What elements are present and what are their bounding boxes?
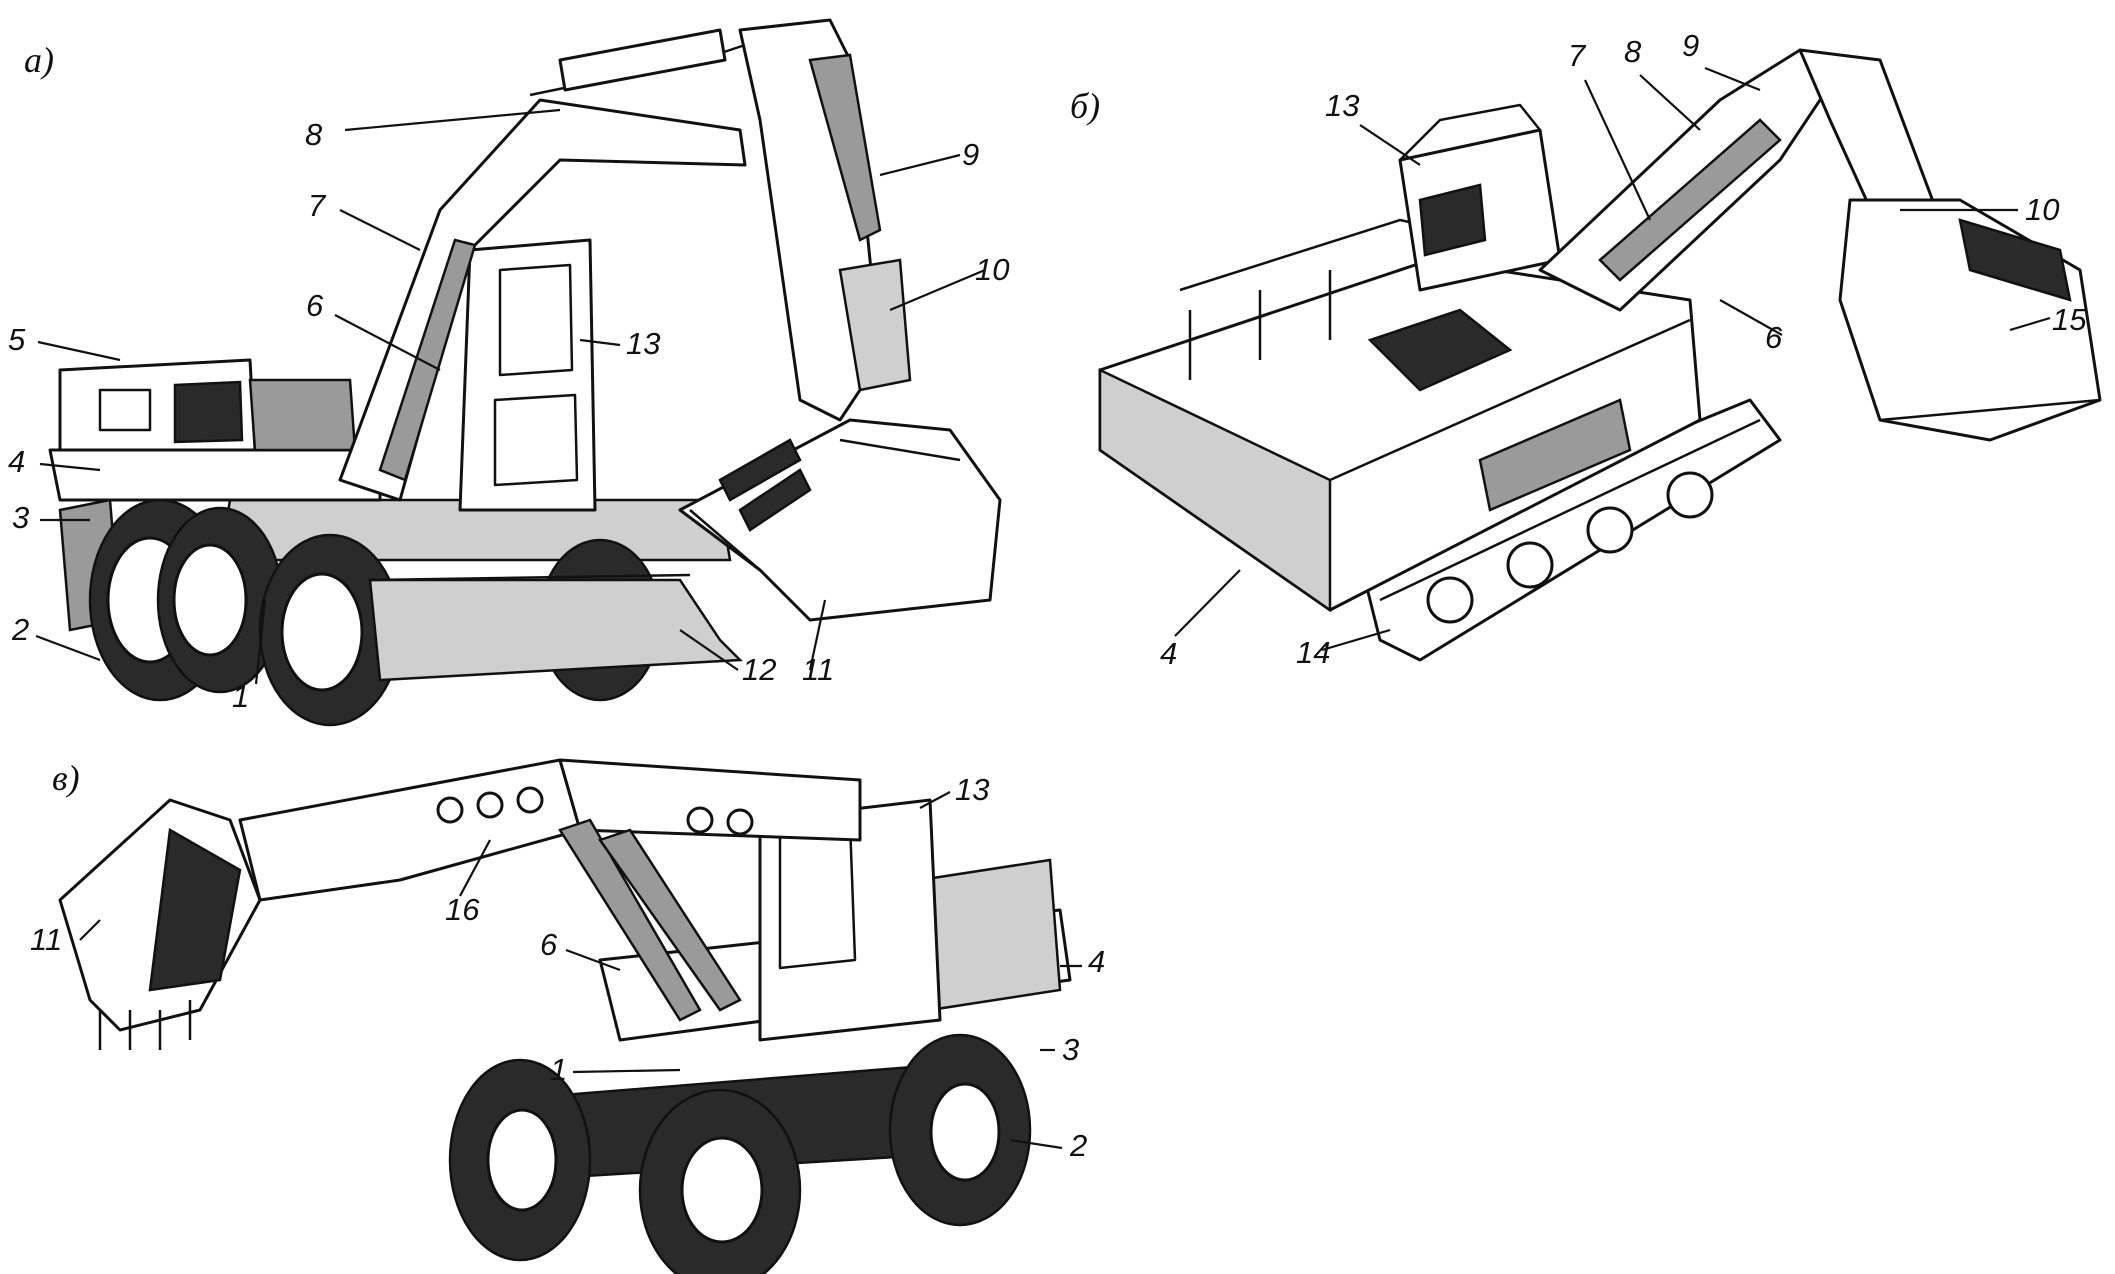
callout-a-10: 10: [975, 252, 1009, 287]
callout-a-7: 7: [308, 188, 327, 223]
callout-v-4: 4: [1088, 944, 1105, 979]
callout-a-9: 9: [962, 137, 979, 172]
callout-a-4: 4: [8, 444, 25, 479]
panel-a-drawing: [48, 18, 1002, 727]
callout-b-8: 8: [1624, 34, 1642, 69]
callout-a-1: 1: [232, 679, 249, 714]
callout-a-8: 8: [305, 117, 323, 152]
callout-v-11: 11: [30, 922, 62, 957]
callout-v-6: 6: [540, 927, 558, 962]
panel-b-drawing: [1098, 48, 2102, 662]
callout-v-16: 16: [445, 892, 480, 927]
callout-a-5: 5: [8, 322, 26, 357]
callout-b-14: 14: [1296, 635, 1330, 670]
callout-a-2: 2: [11, 612, 29, 647]
callout-b-9: 9: [1682, 28, 1699, 63]
callout-a-13: 13: [626, 326, 660, 361]
callout-a-6: 6: [306, 288, 324, 323]
callout-b-10: 10: [2025, 192, 2059, 227]
panel-v-letter: в): [52, 758, 80, 798]
panel-v-drawing: [58, 758, 1072, 1274]
callout-v-1: 1: [550, 1052, 567, 1087]
callout-a-11: 11: [802, 652, 834, 687]
callout-b-15: 15: [2052, 302, 2087, 337]
leader-lines: [35, 66, 2051, 1150]
callout-a-12: 12: [742, 652, 776, 687]
callout-b-4: 4: [1160, 636, 1177, 671]
callout-b-7: 7: [1568, 38, 1587, 73]
panel-b-letter: б): [1070, 86, 1100, 126]
callout-v-2: 2: [1069, 1128, 1087, 1163]
callout-v-3: 3: [1062, 1032, 1079, 1067]
callout-a-3: 3: [12, 500, 29, 535]
callout-v-13: 13: [955, 772, 989, 807]
callout-b-6: 6: [1765, 320, 1783, 355]
panel-a-letter: а): [24, 40, 54, 80]
callout-b-13: 13: [1325, 88, 1359, 123]
